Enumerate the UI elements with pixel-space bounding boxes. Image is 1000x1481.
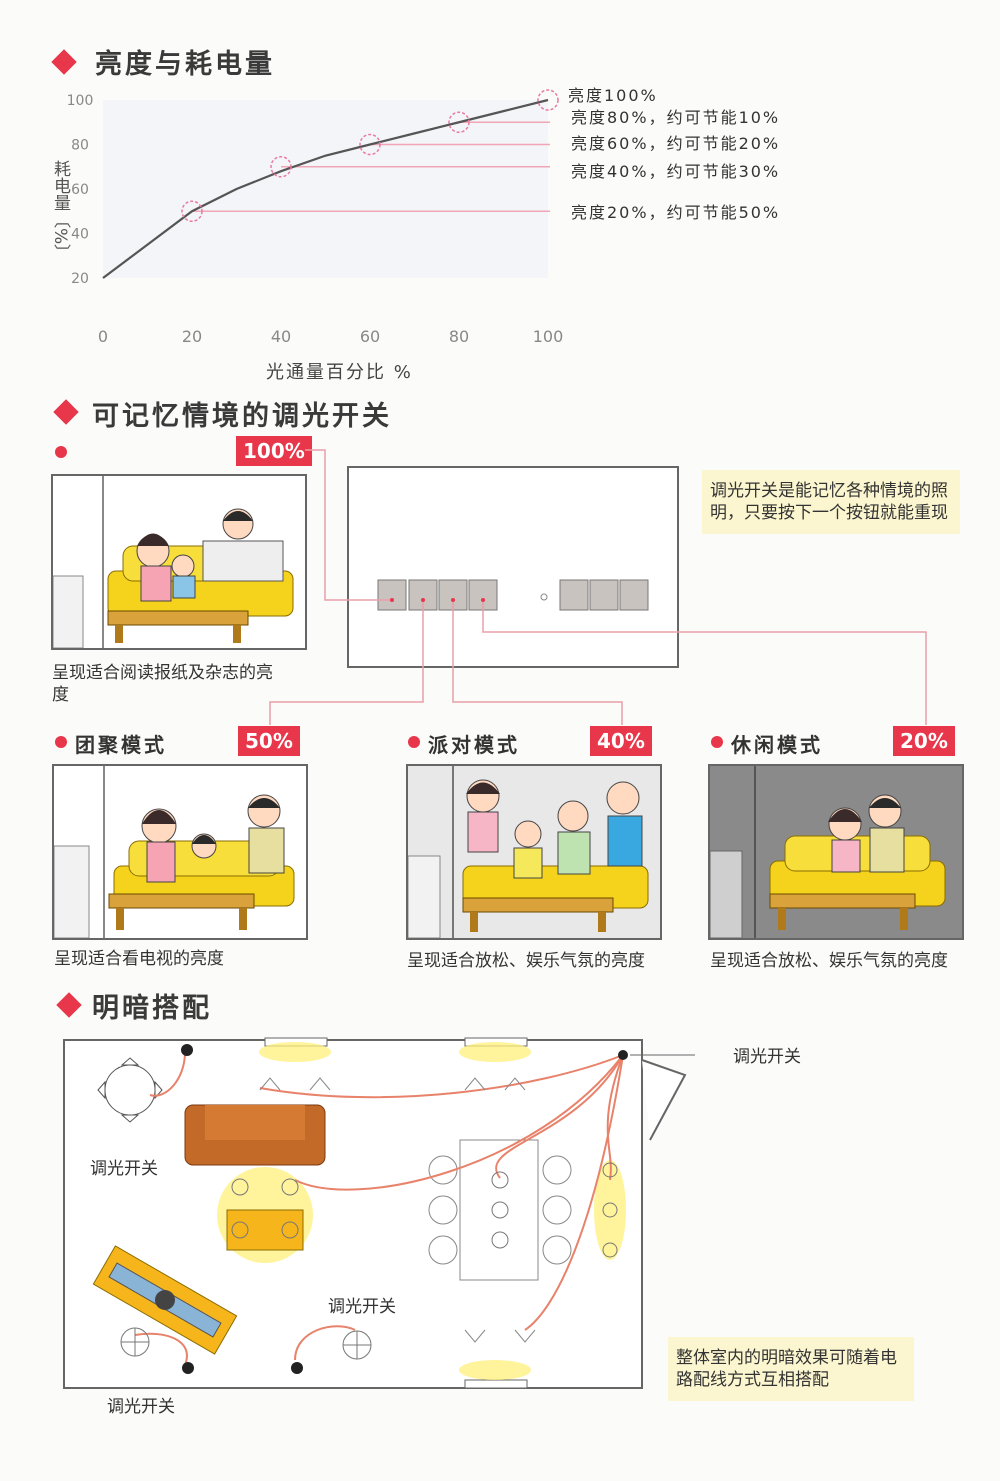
y-tick-label: 100 (67, 93, 94, 109)
annotation-label: 亮度60%，约可节能20% (571, 134, 780, 153)
annotation-label: 亮度100% (568, 86, 658, 105)
section-marker (56, 992, 82, 1018)
section-marker (53, 399, 79, 425)
badge-40: 40% (590, 726, 652, 756)
x-tick-label: 100 (533, 327, 564, 346)
section-marker (51, 49, 77, 75)
family-tv-illustration (54, 766, 306, 938)
scene-leisure (708, 764, 964, 940)
switch-label-door: 调光开关 (733, 1047, 801, 1067)
section-title-dimmer: 可记忆情境的调光开关 (92, 401, 392, 432)
x-tick-label: 20 (182, 327, 202, 346)
y-tick-label: 60 (71, 182, 89, 198)
bullet-dot (408, 736, 420, 748)
scene-reading (51, 474, 307, 650)
x-tick-label: 0 (98, 327, 108, 346)
plot-area (103, 100, 548, 278)
brightness-chart: 0 20 40 60 80 100 20 40 60 80 100 亮度100% 亮度80%，约可节能1… (67, 86, 780, 346)
switch-label-lamp: 调光开关 (90, 1159, 158, 1179)
badge-20: 20% (893, 726, 955, 756)
switch-panel-wiring (269, 449, 927, 725)
point-marker (181, 200, 203, 222)
section-title-light-mix: 明暗搭配 (92, 993, 212, 1024)
x-tick-label: 40 (271, 327, 291, 346)
switch-label-center: 调光开关 (328, 1297, 396, 1317)
switch-label-bed: 调光开关 (107, 1397, 175, 1417)
power-curve (102, 98, 549, 279)
badge-50: 50% (238, 726, 300, 756)
badge-100: 100% (236, 436, 312, 466)
y-tick-label: 20 (71, 271, 89, 287)
mode-title-leisure: 休闲模式 (731, 733, 823, 757)
caption-gathering: 呈现适合看电视的亮度 (54, 949, 224, 969)
point-marker (448, 111, 470, 133)
family-party-illustration (408, 766, 660, 938)
annotation-label: 亮度80%，约可节能10% (571, 108, 780, 127)
point-marker (270, 156, 292, 178)
caption-party: 呈现适合放松、娱乐气氛的亮度 (407, 951, 645, 971)
x-tick-label: 60 (360, 327, 380, 346)
annotation-label: 亮度40%，约可节能30% (571, 162, 780, 181)
bullet-dot (55, 446, 67, 458)
y-tick-label: 40 (71, 227, 89, 243)
mode-title-party: 派对模式 (428, 733, 520, 757)
caption-reading: 呈现适合阅读报纸及杂志的亮度 (52, 663, 273, 705)
point-marker (359, 133, 381, 156)
couple-leisure-illustration (710, 766, 962, 938)
x-tick-label: 80 (449, 327, 469, 346)
y-axis-label: 耗电量〔%〕 (49, 160, 70, 262)
scene-gathering (52, 764, 308, 940)
y-axis-label-text: 耗电量〔%〕 (50, 160, 70, 262)
scene-party (406, 764, 662, 940)
y-tick-label: 80 (71, 138, 89, 154)
caption-leisure: 呈现适合放松、娱乐气氛的亮度 (710, 951, 948, 971)
bullet-dot (55, 736, 67, 748)
dimmer-note: 调光开关是能记忆各种情境的照明，只要按下一个按钮就能重现 (702, 470, 960, 534)
floor-lamp-icon (97, 1057, 163, 1123)
mode-title-gathering: 团聚模式 (75, 733, 167, 757)
bullet-dot (711, 736, 723, 748)
floor-plan (63, 1037, 695, 1389)
light-mix-note: 整体室内的明暗效果可随着电路配线方式互相搭配 (668, 1337, 914, 1401)
annotation-label: 亮度20%，约可节能50% (571, 203, 780, 222)
point-marker (537, 89, 559, 111)
family-reading-illustration (53, 476, 305, 648)
section-title-brightness: 亮度与耗电量 (95, 49, 275, 80)
x-axis-label: 光通量百分比 % (266, 362, 413, 383)
